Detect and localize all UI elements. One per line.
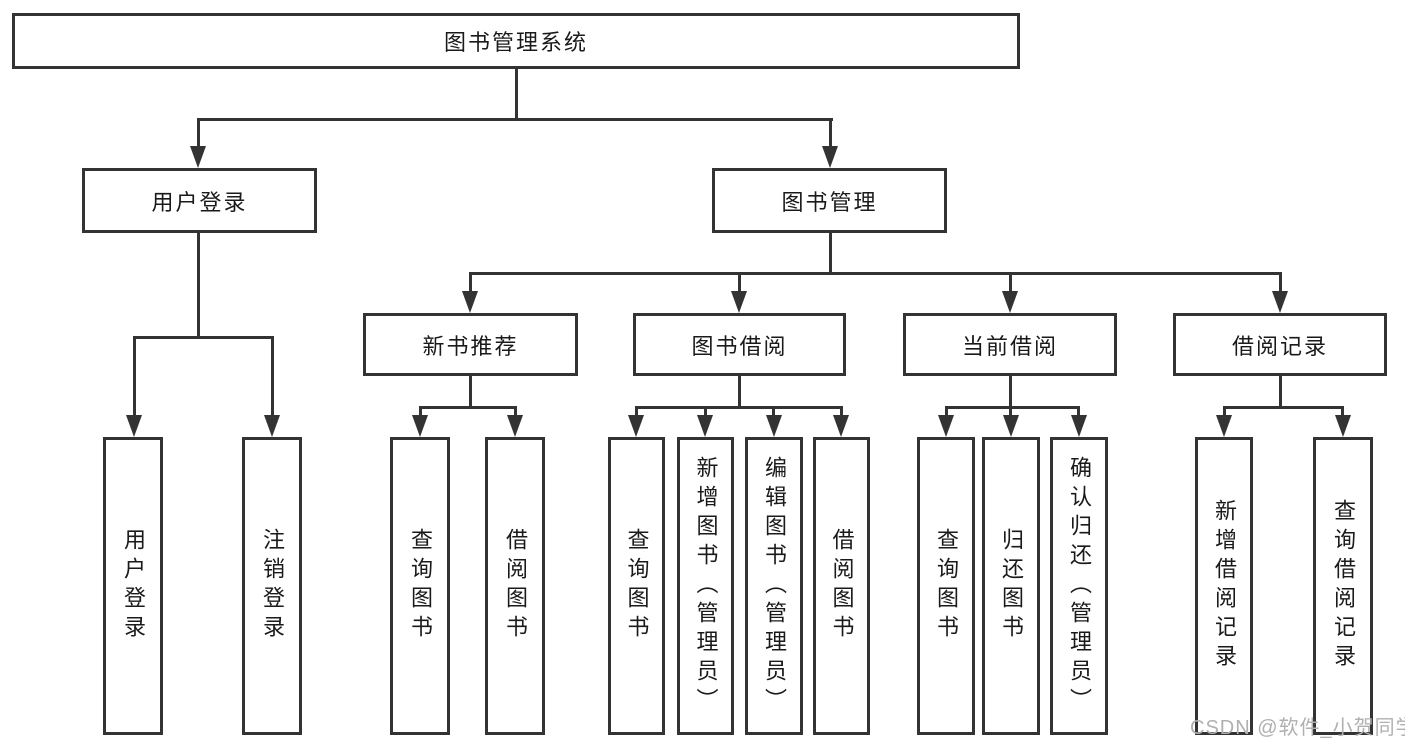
connector-shaft-g1-c1 — [419, 406, 422, 419]
node-leaf-confirm-return-admin: 确认归还（管理员） — [1050, 437, 1108, 735]
node-leaf-query-books-current: 查询图书 — [917, 437, 975, 735]
connector-records-trunk — [1279, 376, 1282, 408]
node-borrow-records: 借阅记录 — [1173, 313, 1387, 376]
connector-root-branch — [197, 118, 833, 121]
node-leaf-user-login-label: 用户登录 — [121, 528, 146, 644]
connector-mgmt-branch — [469, 272, 1282, 275]
node-leaf-return-book: 归还图书 — [982, 437, 1040, 735]
node-leaf-borrow-books: 借阅图书 — [813, 437, 870, 735]
connector-shaft-g2-c4 — [840, 406, 843, 419]
arrowhead-icon — [766, 415, 782, 437]
node-leaf-query-books-current-label: 查询图书 — [934, 528, 959, 644]
connector-login-trunk — [197, 233, 200, 338]
node-leaf-query-books-borrow: 查询图书 — [608, 437, 665, 735]
node-borrow-records-label: 借阅记录 — [1231, 333, 1328, 359]
connector-mgmt-trunk — [829, 233, 832, 274]
arrowhead-icon — [1002, 291, 1018, 313]
connector-shaft-to-user-login — [197, 118, 200, 150]
arrowhead-icon — [731, 291, 747, 313]
arrowhead-icon — [1335, 415, 1351, 437]
node-book-management: 图书管理 — [712, 168, 947, 233]
node-leaf-add-borrow-record: 新增借阅记录 — [1195, 437, 1253, 735]
node-leaf-query-books-recommend: 查询图书 — [390, 437, 450, 735]
node-leaf-return-book-label: 归还图书 — [999, 528, 1024, 644]
arrowhead-icon — [507, 415, 523, 437]
node-leaf-add-borrow-record-label: 新增借阅记录 — [1212, 499, 1237, 673]
arrowhead-icon — [697, 415, 713, 437]
node-leaf-query-books-borrow-label: 查询图书 — [624, 528, 650, 644]
connector-current-trunk — [1009, 376, 1012, 408]
node-leaf-edit-book-admin-label: 编辑图书（管理员） — [762, 455, 787, 717]
node-leaf-query-borrow-record-label: 查询借阅记录 — [1331, 499, 1356, 673]
arrowhead-icon — [264, 415, 280, 437]
connector-shaft-to-book-borrow — [738, 272, 741, 295]
arrowhead-icon — [1216, 415, 1232, 437]
arrowhead-icon — [1071, 415, 1087, 437]
node-current-borrow-label: 当前借阅 — [961, 333, 1058, 359]
arrowhead-icon — [628, 415, 644, 437]
node-leaf-borrow-books-recommend-label: 借阅图书 — [503, 528, 528, 644]
arrowhead-icon — [1272, 291, 1288, 313]
node-leaf-borrow-books-label: 借阅图书 — [829, 528, 855, 644]
node-leaf-query-borrow-record: 查询借阅记录 — [1313, 437, 1373, 735]
arrowhead-icon — [412, 415, 428, 437]
connector-shaft-to-borrow-records — [1279, 272, 1282, 295]
node-user-login-label: 用户登录 — [151, 189, 248, 215]
connector-shaft-g4-c2 — [1341, 406, 1344, 419]
connector-recommend-branch — [419, 406, 517, 409]
node-new-book-recommend: 新书推荐 — [363, 313, 578, 376]
node-leaf-query-books-recommend-label: 查询图书 — [408, 528, 433, 644]
node-book-management-label: 图书管理 — [781, 189, 878, 215]
node-current-borrow: 当前借阅 — [903, 313, 1117, 376]
node-new-book-recommend-label: 新书推荐 — [422, 333, 519, 359]
node-root-label: 图书管理系统 — [443, 30, 588, 55]
node-leaf-borrow-books-recommend: 借阅图书 — [485, 437, 545, 735]
connector-shaft-g4-c1 — [1223, 406, 1226, 419]
connector-shaft-g2-c2 — [704, 406, 707, 419]
connector-shaft-to-current-borrow — [1009, 272, 1012, 295]
node-leaf-user-login: 用户登录 — [103, 437, 163, 735]
connector-login-branch — [133, 336, 274, 339]
connector-borrow-branch — [635, 406, 843, 409]
node-leaf-confirm-return-admin-label: 确认归还（管理员） — [1067, 455, 1092, 717]
connector-records-branch — [1223, 406, 1344, 409]
connector-shaft-to-leaf-logout — [271, 336, 274, 419]
csdn-watermark: CSDN @软件_小贺同学 — [1190, 717, 1405, 739]
connector-current-branch — [945, 406, 1080, 409]
arrowhead-icon — [833, 415, 849, 437]
connector-borrow-trunk — [738, 376, 741, 408]
arrowhead-icon — [462, 291, 478, 313]
connector-shaft-g2-c1 — [635, 406, 638, 419]
node-user-login: 用户登录 — [82, 168, 317, 233]
connector-shaft-g2-c3 — [772, 406, 775, 419]
connector-shaft-to-leaf-user-login — [133, 336, 136, 419]
connector-shaft-to-recommend — [469, 272, 472, 295]
connector-shaft-to-book-management — [829, 118, 832, 150]
node-leaf-edit-book-admin: 编辑图书（管理员） — [745, 437, 803, 735]
arrowhead-icon — [190, 146, 206, 168]
node-book-borrow: 图书借阅 — [633, 313, 846, 376]
arrowhead-icon — [822, 146, 838, 168]
connector-root-trunk — [515, 69, 518, 121]
arrowhead-icon — [938, 415, 954, 437]
arrowhead-icon — [1003, 415, 1019, 437]
connector-shaft-g3-c2 — [1009, 406, 1012, 419]
node-leaf-add-book-admin: 新增图书（管理员） — [677, 437, 734, 735]
node-leaf-logout-label: 注销登录 — [260, 528, 285, 644]
connector-shaft-g1-c2 — [514, 406, 517, 419]
node-book-borrow-label: 图书借阅 — [691, 333, 788, 359]
node-leaf-add-book-admin-label: 新增图书（管理员） — [693, 455, 719, 717]
connector-recommend-trunk — [469, 376, 472, 408]
connector-shaft-g3-c1 — [945, 406, 948, 419]
node-leaf-logout: 注销登录 — [242, 437, 302, 735]
arrowhead-icon — [126, 415, 142, 437]
connector-shaft-g3-c3 — [1077, 406, 1080, 419]
node-root: 图书管理系统 — [12, 13, 1020, 69]
